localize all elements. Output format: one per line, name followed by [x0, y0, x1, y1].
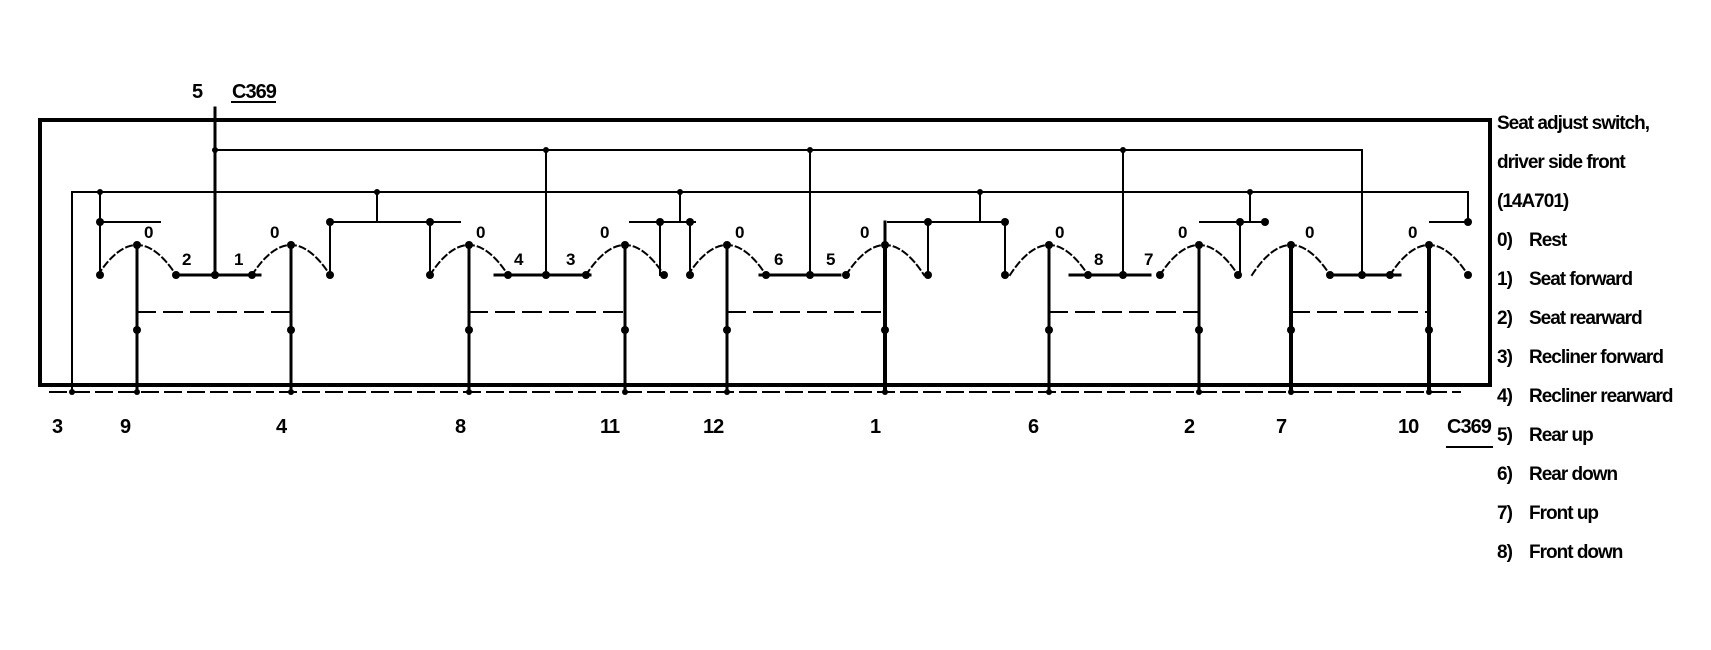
switch-1-left-label: 0: [144, 223, 153, 242]
switch-2-left-label: 0: [476, 223, 485, 242]
component-title-line: driver side front: [1497, 152, 1626, 173]
legend-text: Seat forward: [1529, 269, 1633, 290]
switch-1-right-label: 0: [270, 223, 279, 242]
bottom-pin-label: 1: [870, 416, 881, 438]
switch-3-b-label: 5: [826, 250, 835, 269]
legend-text: Front down: [1529, 542, 1623, 563]
bottom-pin-label: 6: [1028, 416, 1039, 438]
component-part-number: (14A701): [1497, 191, 1569, 212]
legend-item: 2) Seat rearward: [1497, 299, 1707, 338]
legend-text: Recliner rearward: [1529, 386, 1674, 407]
legend-item: 7) Front up: [1497, 494, 1707, 533]
bottom-pin-label: 11: [600, 416, 620, 438]
switch-3-a-label: 6: [774, 250, 783, 269]
top-connector-pin: 5: [192, 81, 203, 103]
switch-2-a-label: 4: [514, 250, 524, 269]
legend-item: 5) Rear up: [1497, 416, 1707, 455]
switch-4-right-label: 0: [1178, 223, 1187, 242]
legend-text: Recliner forward: [1529, 347, 1664, 368]
switch-2-b-label: 3: [566, 250, 575, 269]
bottom-pin-label: 3: [52, 416, 63, 438]
bottom-pin-label: 9: [120, 416, 131, 438]
bottom-pin-label: 10: [1398, 416, 1419, 438]
component-title-line: Seat adjust switch,: [1497, 113, 1650, 134]
legend-key: 5): [1497, 425, 1513, 446]
switch-2-right-label: 0: [600, 223, 609, 242]
legend-item: 8) Front down: [1497, 533, 1707, 572]
legend-item: 3) Recliner forward: [1497, 338, 1707, 377]
legend-key: 1): [1497, 269, 1513, 290]
legend-key: 8): [1497, 542, 1513, 563]
legend-item: 4) Recliner rearward: [1497, 377, 1707, 416]
switch-1-a-label: 2: [182, 250, 191, 269]
component-legend: Seat adjust switch, driver side front (1…: [1497, 104, 1707, 572]
legend-key: 4): [1497, 386, 1513, 407]
bottom-pin-label: 12: [703, 416, 724, 438]
legend-item: 1) Seat forward: [1497, 260, 1707, 299]
switch-5-left-label: 0: [1305, 223, 1314, 242]
bottom-pin-label: 2: [1184, 416, 1195, 438]
legend-item: 0) Rest: [1497, 221, 1707, 260]
legend-text: Rest: [1529, 230, 1567, 251]
legend-key: 6): [1497, 464, 1513, 485]
legend-key: 2): [1497, 308, 1513, 329]
switch-4-b-label: 7: [1144, 250, 1153, 269]
top-connector-name: C369: [232, 81, 277, 103]
bottom-connector-name: C369: [1447, 416, 1492, 438]
legend-text: Front up: [1529, 503, 1599, 524]
switch-3-left-label: 0: [735, 223, 744, 242]
legend-item: 6) Rear down: [1497, 455, 1707, 494]
bottom-pin-label: 8: [455, 416, 466, 438]
legend-text: Seat rearward: [1529, 308, 1643, 329]
switch-3-right-label: 0: [860, 223, 869, 242]
switch-housing: [38, 118, 1492, 387]
legend-text: Rear up: [1529, 425, 1594, 446]
bottom-pin-label: 7: [1276, 416, 1287, 438]
switch-1-b-label: 1: [234, 250, 243, 269]
switch-4-left-label: 0: [1055, 223, 1064, 242]
legend-key: 7): [1497, 503, 1513, 524]
legend-key: 0): [1497, 230, 1513, 251]
legend-key: 3): [1497, 347, 1513, 368]
switch-5-right-label: 0: [1408, 223, 1417, 242]
bottom-pin-label: 4: [276, 416, 288, 438]
legend-text: Rear down: [1529, 464, 1618, 485]
switch-4-a-label: 8: [1094, 250, 1103, 269]
